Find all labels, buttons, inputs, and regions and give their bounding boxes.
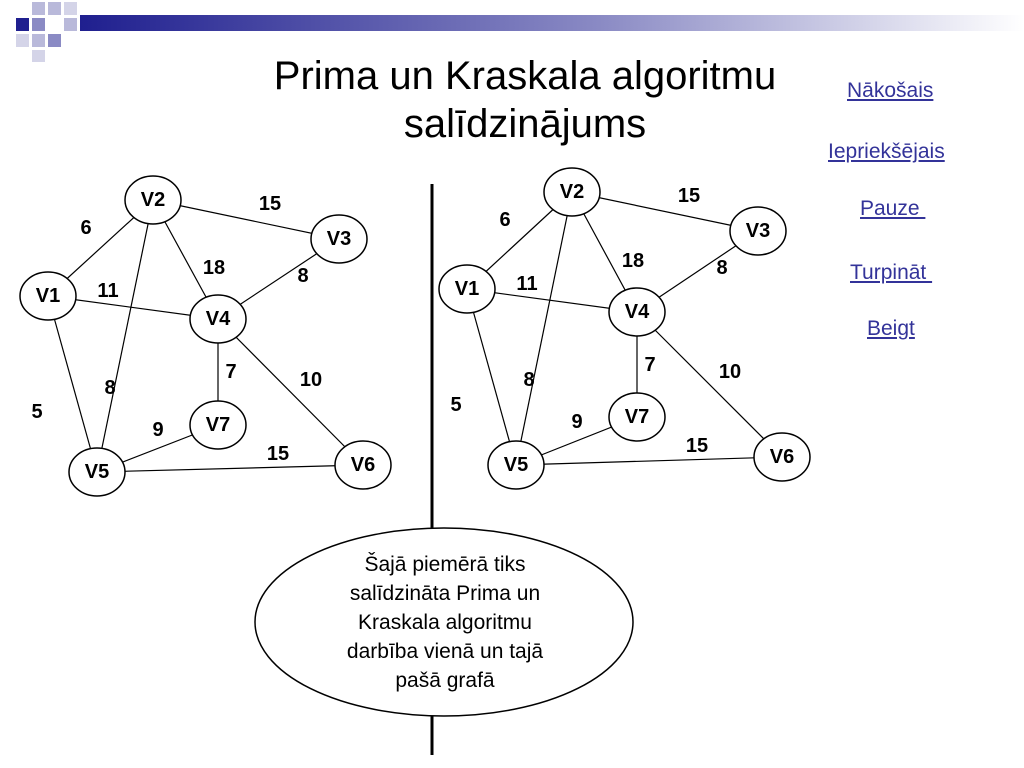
node-v6: V6 [753,432,811,482]
node-circle [753,432,811,482]
edge-weight-label: 15 [686,435,708,457]
node-circle [189,294,247,344]
edge-weight-label: 6 [499,209,510,231]
node-v3: V3 [310,214,368,264]
edge-v4-v6 [636,311,783,458]
edge-weight-label: 10 [719,361,741,383]
node-label: V1 [455,278,479,300]
decorative-header-squares [16,2,1024,62]
edge-weight-label: 7 [225,361,236,383]
note-text: Šajā piemērā tiks salīdzināta Prima un K… [300,550,590,695]
node-label: V6 [770,446,794,468]
node-circle [608,287,666,337]
edge-v2-v5 [515,191,573,466]
node-circle [543,167,601,217]
edge-weight-label: 8 [716,257,727,279]
node-label: V2 [560,181,584,203]
edge-v5-v6 [515,456,783,466]
edge-v2-v5 [96,199,154,473]
node-v7: V7 [608,392,666,442]
node-circle [608,392,666,442]
edge-weight-label: 18 [203,257,225,279]
node-v6: V6 [334,440,392,490]
edge-weight-label: 9 [152,419,163,441]
note-line: Kraskala algoritmu [358,611,532,634]
node-v4: V4 [608,287,666,337]
slide-title: Prima un Kraskala algoritmu salīdzinājum… [220,52,830,148]
edge-weight-label: 7 [644,354,655,376]
edge-weight-label: 11 [97,280,118,302]
node-label: V5 [85,461,109,483]
node-circle [189,400,247,450]
edge-weight-label: 18 [622,250,644,272]
title-line-2: salīdzinājums [403,102,647,146]
node-label: V1 [36,285,60,307]
previous-link[interactable]: Iepriekšējais [828,140,945,163]
edge-weight-label: 6 [80,217,91,239]
node-v1: V1 [19,271,77,321]
edge-weight-label: 8 [104,377,115,399]
node-circle [438,264,496,314]
edge-v1-v5 [466,288,517,466]
edge-weight-label: 15 [678,185,700,207]
edge-weight-label: 9 [571,411,582,433]
pause-link[interactable]: Pauze [860,197,926,220]
edge-weight-label: 5 [31,401,42,423]
node-v2: V2 [124,175,182,225]
node-label: V7 [206,414,230,436]
edge-v5-v6 [96,464,364,473]
edge-weight-label: 5 [450,394,461,416]
node-circle [729,206,787,256]
node-label: V6 [351,454,375,476]
node-label: V3 [327,228,351,250]
node-v5: V5 [487,440,545,490]
node-circle [68,447,126,497]
node-label: V5 [504,454,528,476]
next-link[interactable]: Nākošais [847,79,934,102]
node-label: V2 [141,189,165,211]
edge-v1-v5 [47,295,98,473]
edge-v2-v3 [571,191,759,232]
node-circle [19,271,77,321]
node-circle [124,175,182,225]
note-line: Šajā piemērā tiks [364,553,526,576]
node-label: V4 [206,308,231,330]
node-v4: V4 [189,294,247,344]
end-link[interactable]: Beigt [867,317,915,340]
note-line: darbība vienā un tajā [346,640,544,663]
node-circle [487,440,545,490]
note-line: salīdzināta Prima un [349,582,541,605]
node-label: V3 [746,220,770,242]
edge-v2-v3 [152,199,340,240]
node-v1: V1 [438,264,496,314]
edge-weight-label: 8 [523,369,534,391]
note-bubble [254,527,634,717]
edge-weight-label: 11 [516,273,537,295]
edge-v4-v6 [217,318,364,466]
node-v3: V3 [729,206,787,256]
edge-weight-label: 15 [259,193,281,215]
node-v5: V5 [68,447,126,497]
node-v7: V7 [189,400,247,450]
node-v2: V2 [543,167,601,217]
edge-weight-label: 10 [300,369,322,391]
node-label: V4 [625,301,650,323]
continue-link[interactable]: Turpināt [850,261,933,284]
note-line: pašā grafā [395,669,495,692]
edge-weight-label: 8 [297,265,308,287]
node-label: V7 [625,406,649,428]
node-circle [310,214,368,264]
node-circle [334,440,392,490]
title-line-1: Prima un Kraskala algoritmu [273,54,777,98]
edge-weight-label: 15 [267,443,289,465]
